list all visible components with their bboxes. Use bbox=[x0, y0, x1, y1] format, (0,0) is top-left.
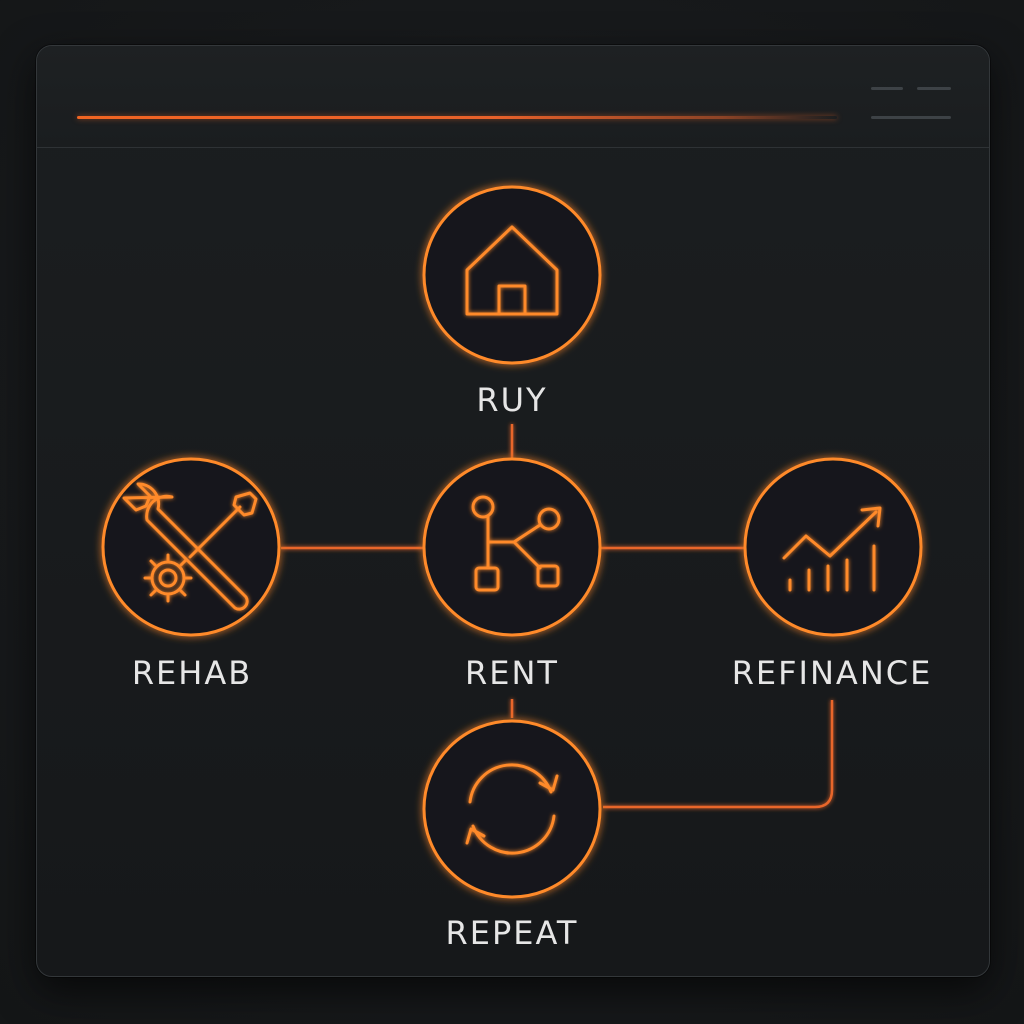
window-titlebar bbox=[37, 46, 989, 148]
node-repeat-circle[interactable] bbox=[422, 719, 602, 899]
node-label-repeat: REPEAT bbox=[445, 914, 579, 952]
trending-up-chart-icon bbox=[782, 506, 882, 592]
refresh-icon bbox=[465, 763, 559, 855]
maximize-icon[interactable] bbox=[917, 87, 951, 90]
titlebar-divider-line bbox=[871, 116, 951, 119]
node-label-rehab: REHAB bbox=[131, 654, 253, 692]
node-buy-circle[interactable] bbox=[422, 185, 602, 365]
node-label-rent: RENT bbox=[465, 654, 559, 692]
node-rehab-circle[interactable] bbox=[101, 457, 281, 637]
node-label-buy: RUY bbox=[476, 381, 548, 419]
house-icon bbox=[465, 225, 559, 316]
node-label-refinance: REFINANCE bbox=[731, 654, 933, 692]
minimize-icon[interactable] bbox=[871, 87, 903, 90]
network-icon bbox=[471, 495, 561, 592]
progress-bar bbox=[77, 116, 837, 119]
edge-refinance-repeat bbox=[603, 700, 834, 809]
wrench-gear-icon bbox=[122, 482, 258, 611]
node-refinance-circle[interactable] bbox=[743, 457, 923, 637]
node-rent-circle[interactable] bbox=[422, 457, 602, 637]
